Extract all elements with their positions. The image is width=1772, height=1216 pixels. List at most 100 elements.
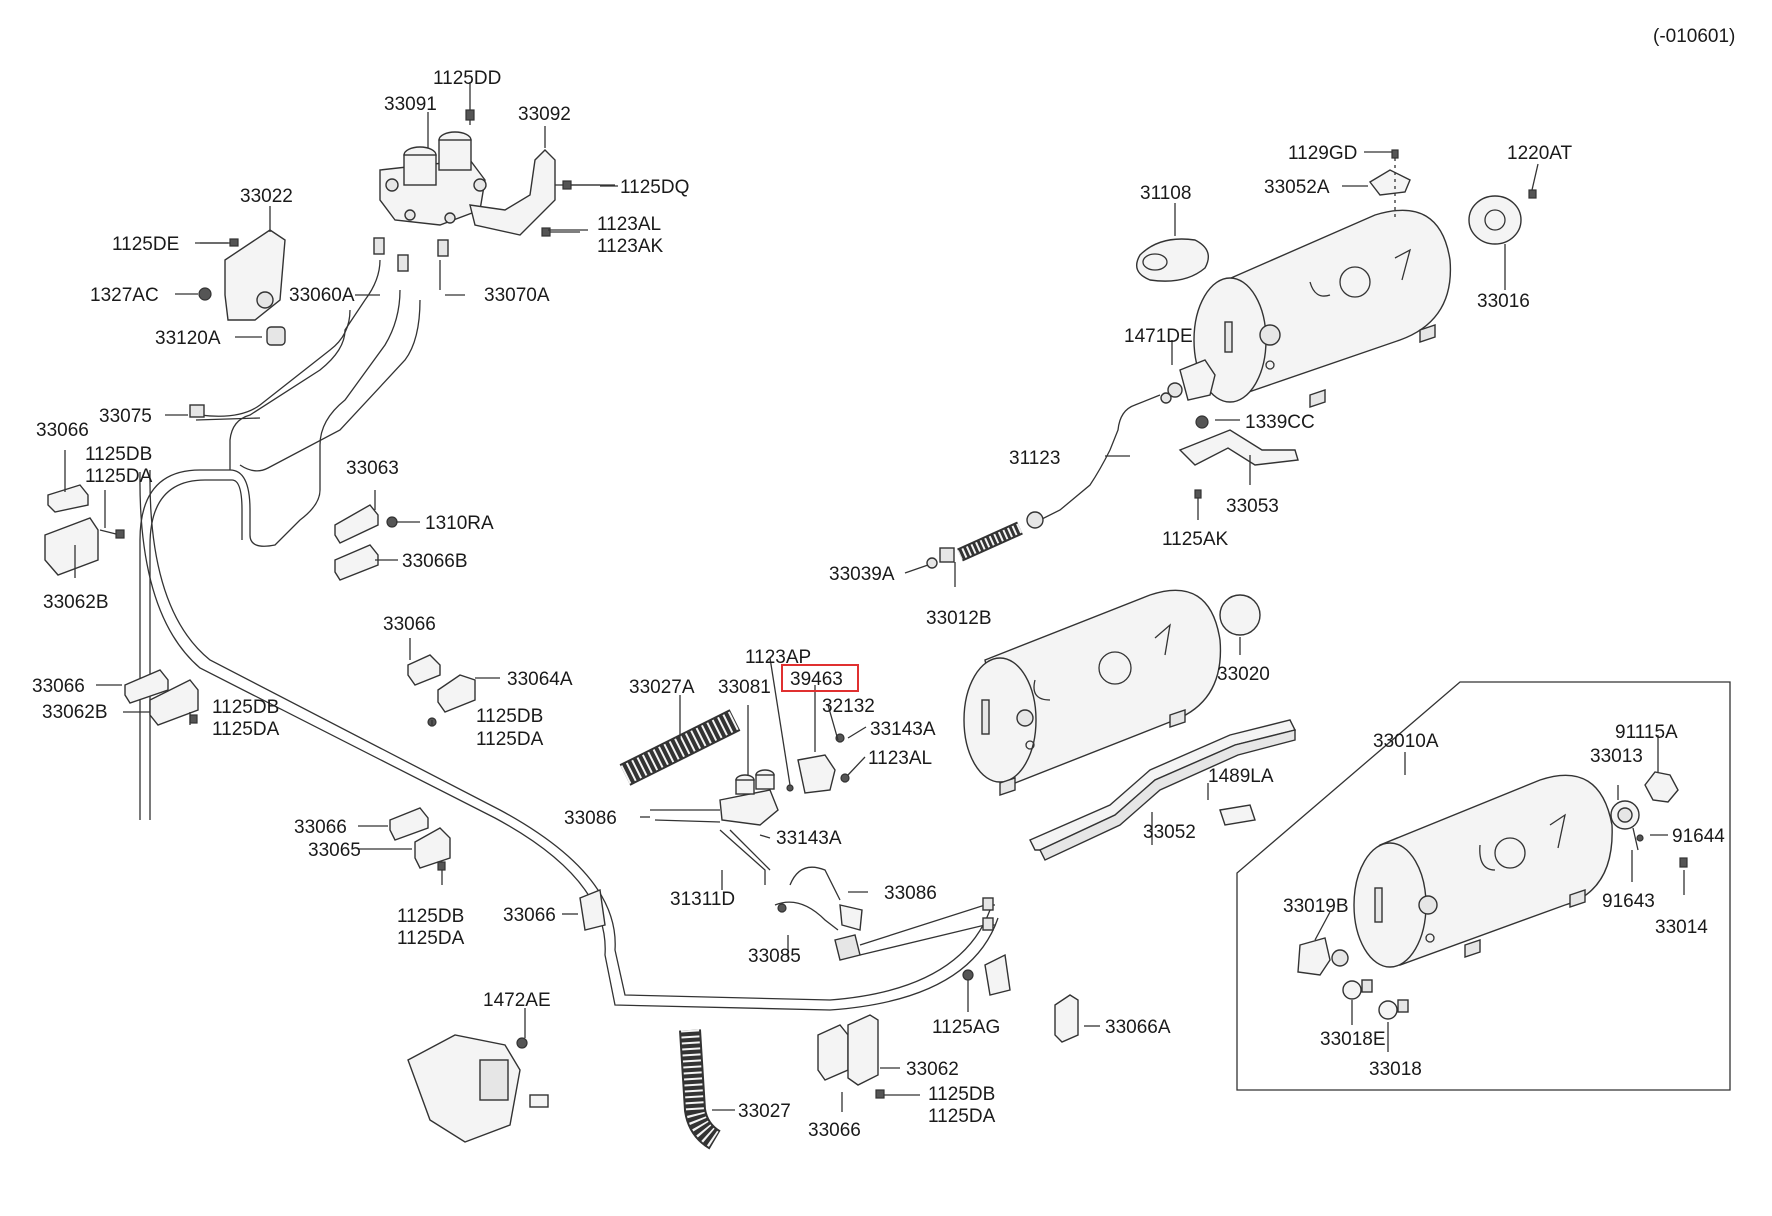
bushing-33120A	[266, 326, 286, 346]
label-39463: 39463	[790, 669, 843, 690]
label-1220AT: 1220AT	[1507, 143, 1573, 164]
label-1125DA-a: 1125DA	[85, 466, 153, 487]
label-1125AG: 1125AG	[932, 1017, 1000, 1038]
label-1125DB-e: 1125DB	[928, 1084, 995, 1105]
air-tank-top	[1193, 209, 1452, 408]
label-1125DD: 1125DD	[433, 68, 501, 89]
label-1125DQ: 1125DQ	[620, 177, 689, 198]
label-1123AP: 1123AP	[745, 647, 811, 668]
label-31108: 31108	[1140, 183, 1191, 204]
drain-cap-33020	[1219, 594, 1261, 636]
hose-33027	[679, 1029, 722, 1150]
label-33085: 33085	[748, 946, 801, 967]
clip-group-left	[44, 484, 606, 931]
label-1310RA: 1310RA	[425, 513, 494, 534]
valve-33018	[1378, 1000, 1398, 1020]
revision-code: (-010601)	[1653, 26, 1735, 47]
label-33143A-bot: 33143A	[776, 828, 842, 849]
valve-33081	[650, 769, 841, 931]
label-91643: 91643	[1602, 891, 1655, 912]
label-33052A: 33052A	[1264, 177, 1330, 198]
label-33066-a: 33066	[36, 420, 89, 441]
relay-valve-33091	[379, 131, 487, 226]
label-33081: 33081	[718, 677, 771, 698]
fitting-33012B	[939, 547, 955, 563]
valve-1471DE	[1179, 359, 1216, 401]
label-1125DA-e: 1125DA	[928, 1106, 996, 1127]
bracket-1472AE	[407, 1034, 549, 1143]
label-33065: 33065	[308, 840, 361, 861]
label-91644: 91644	[1672, 826, 1725, 847]
label-33063: 33063	[346, 458, 399, 479]
label-33086-b: 33086	[884, 883, 937, 904]
label-33062B-b: 33062B	[42, 702, 108, 723]
air-tank-bottom	[1353, 774, 1613, 968]
label-1125AK: 1125AK	[1162, 529, 1229, 550]
label-33120A: 33120A	[155, 328, 221, 349]
fitting-33085	[834, 904, 863, 961]
label-33092: 33092	[518, 104, 571, 125]
label-33027: 33027	[738, 1101, 791, 1122]
label-33060A: 33060A	[289, 285, 355, 306]
label-33066-d: 33066	[294, 817, 347, 838]
group-box-33010A	[1236, 681, 1731, 1091]
label-33075: 33075	[99, 406, 152, 427]
plate-39463	[797, 754, 836, 794]
label-1125DB-b: 1125DB	[212, 697, 279, 718]
label-33066-e: 33066	[503, 905, 556, 926]
label-33066-c: 33066	[32, 676, 85, 697]
label-1129GD: 1129GD	[1288, 143, 1357, 164]
label-1125DE: 1125DE	[112, 234, 179, 255]
part-labels: 1125DD 33091 33092 1125DQ 1123AL 1123AK …	[32, 68, 1725, 1141]
valve-33019B	[1297, 937, 1331, 976]
label-33018: 33018	[1369, 1059, 1422, 1080]
label-33062: 33062	[906, 1059, 959, 1080]
hose-33027A	[619, 709, 741, 786]
label-1123AL-mid: 1123AL	[868, 748, 932, 769]
label-33018E: 33018E	[1320, 1029, 1386, 1050]
label-1125DB-c: 1125DB	[476, 706, 543, 727]
label-33066B: 33066B	[402, 551, 468, 572]
label-33066-f: 33066	[808, 1120, 861, 1141]
label-1327AC: 1327AC	[90, 285, 159, 306]
bracket-33052A	[1368, 169, 1411, 196]
nut-91115A	[1644, 771, 1679, 803]
label-1125DB-a: 1125DB	[85, 444, 152, 465]
label-33019B: 33019B	[1283, 896, 1349, 917]
bracket-33092	[469, 149, 556, 236]
label-33091: 33091	[384, 94, 437, 115]
label-1339CC: 1339CC	[1245, 412, 1315, 433]
hose-31123	[1029, 394, 1161, 526]
label-33010A: 33010A	[1373, 731, 1439, 752]
bracket-33053	[1178, 429, 1299, 466]
label-91115A: 91115A	[1615, 722, 1678, 743]
label-33086-a: 33086	[564, 808, 617, 829]
label-1125DB-d: 1125DB	[397, 906, 464, 927]
label-33053: 33053	[1226, 496, 1279, 517]
label-1472AE: 1472AE	[483, 990, 551, 1011]
label-33062B-a: 33062B	[43, 592, 109, 613]
label-33013: 33013	[1590, 746, 1643, 767]
clip-1489LA	[1219, 804, 1256, 826]
label-33070A: 33070A	[484, 285, 550, 306]
label-33039A: 33039A	[829, 564, 895, 585]
label-33014: 33014	[1655, 917, 1708, 938]
label-1123AK: 1123AK	[597, 236, 664, 257]
label-1125DA-d: 1125DA	[397, 928, 465, 949]
label-33066-b: 33066	[383, 614, 436, 635]
label-31311D: 31311D	[670, 889, 735, 910]
label-32132: 32132	[822, 696, 875, 717]
main-air-lines	[139, 259, 999, 1011]
fitting-33075	[189, 404, 205, 418]
air-tank-middle	[963, 589, 1222, 796]
fitting-33039A	[926, 557, 938, 569]
label-33022: 33022	[240, 186, 293, 207]
nut-1327AC	[198, 287, 212, 301]
gasket-31108	[1136, 238, 1209, 282]
leader-lines	[64, 82, 1685, 1112]
label-33020: 33020	[1217, 664, 1270, 685]
label-33066A: 33066A	[1105, 1017, 1171, 1038]
label-33143A-top: 33143A	[870, 719, 936, 740]
